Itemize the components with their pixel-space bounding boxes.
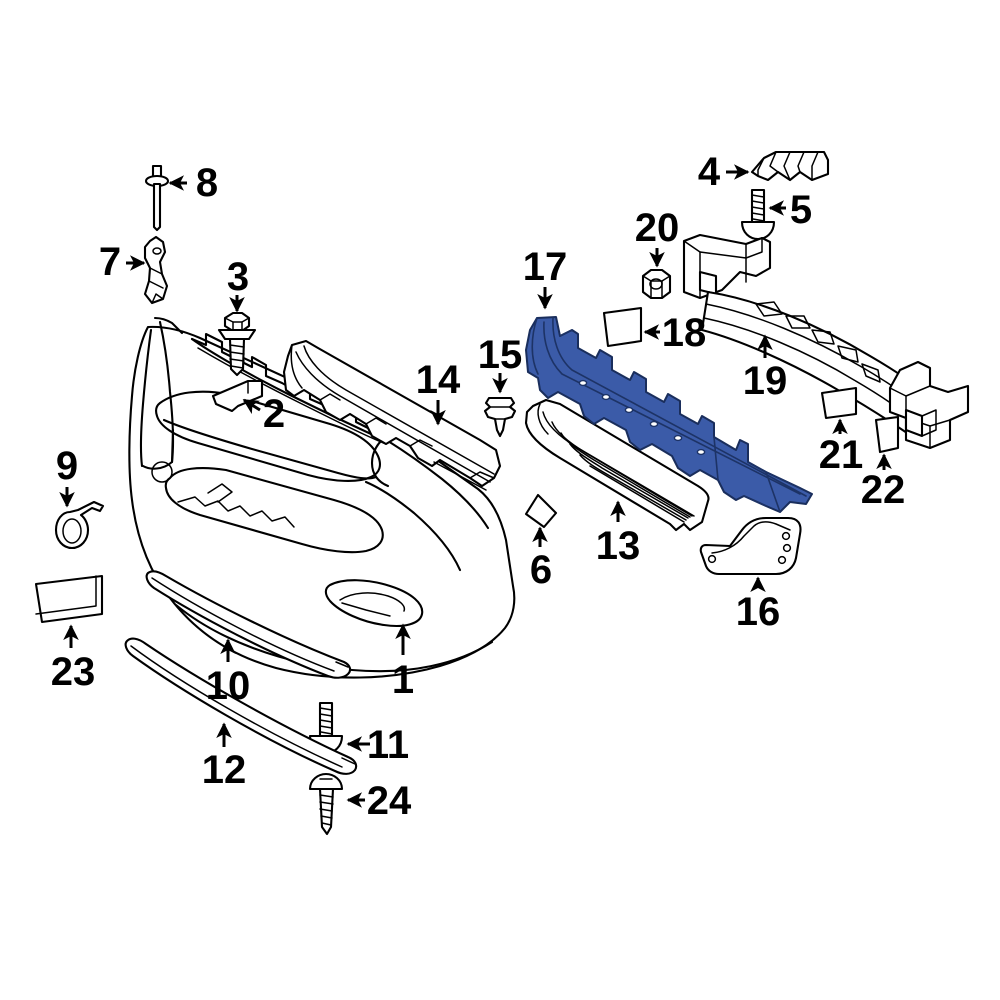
part-retainer-clip-diamond xyxy=(524,493,558,529)
callout-label-10: 10 xyxy=(206,664,251,708)
callout-label-18: 18 xyxy=(662,311,707,355)
callout-label-4: 4 xyxy=(698,150,721,194)
part-pad-spacer-upper xyxy=(602,306,643,348)
part-push-in-retainer xyxy=(483,396,517,438)
part-lower-trim-molding-upper xyxy=(145,570,352,679)
part-lower-trim-molding-lower xyxy=(124,637,358,775)
callout-label-20: 20 xyxy=(635,206,680,250)
callout-label-16: 16 xyxy=(736,590,781,634)
part-side-support-bracket xyxy=(143,235,169,305)
part-flange-nut xyxy=(641,268,672,300)
callout-label-8: 8 xyxy=(196,161,218,205)
part-pan-head-screw xyxy=(740,188,776,241)
part-tow-hook-cover-clip xyxy=(54,500,105,550)
part-flange-head-screw xyxy=(308,772,344,836)
part-front-bumper-cover xyxy=(128,316,516,679)
callout-label-2: 2 xyxy=(263,392,285,436)
callout-label-1: 1 xyxy=(392,658,414,702)
part-tow-eye-access-cover xyxy=(34,574,104,624)
callout-label-22: 22 xyxy=(861,468,906,512)
callout-label-24: 24 xyxy=(367,779,412,823)
part-long-push-pin xyxy=(144,164,170,232)
callout-label-23: 23 xyxy=(51,650,96,694)
leader-2 xyxy=(242,398,261,415)
part-lower-grille xyxy=(524,398,710,532)
callout-label-19: 19 xyxy=(743,359,788,403)
callout-label-13: 13 xyxy=(596,524,641,568)
part-upper-bumper-reinforcement xyxy=(282,339,502,491)
callout-label-9: 9 xyxy=(56,444,78,488)
callout-label-3: 3 xyxy=(227,255,249,299)
callout-label-5: 5 xyxy=(790,188,812,232)
callout-label-7: 7 xyxy=(99,240,121,284)
part-pad-spacer-left xyxy=(820,386,858,420)
part-impact-bar-bracket xyxy=(750,150,830,182)
callout-label-6: 6 xyxy=(530,548,552,592)
part-hex-flange-bolt xyxy=(217,311,257,377)
part-bumper-impact-bar xyxy=(682,233,970,450)
callout-label-12: 12 xyxy=(202,748,247,792)
callout-label-14: 14 xyxy=(416,358,461,402)
part-lower-valance-air-deflector-highlighted xyxy=(525,316,813,513)
callout-label-21: 21 xyxy=(819,433,864,477)
callout-label-15: 15 xyxy=(478,333,523,377)
part-bumper-side-bracket xyxy=(699,516,802,576)
part-pad-spacer-right xyxy=(874,415,900,454)
callout-label-17: 17 xyxy=(523,245,568,289)
callout-label-11: 11 xyxy=(367,723,409,767)
